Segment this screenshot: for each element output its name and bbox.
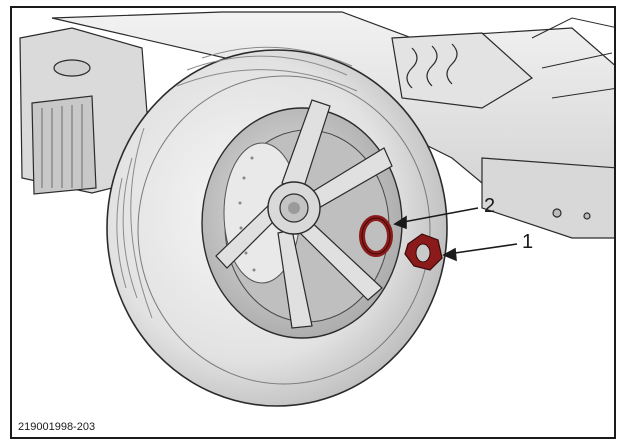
callout-number-2: 2 [484,195,495,217]
leader-line-1 [447,243,518,255]
figure-reference-code: 219001998-203 [18,421,96,433]
callout-leaders [393,207,518,262]
figure-frame: 2 1 219001998-203 [10,6,616,439]
leader-arrow-2 [393,215,407,230]
callout-number-1: 1 [522,231,533,253]
leader-line-2 [397,207,479,224]
leader-arrow-1 [442,247,457,262]
nut-part-1 [404,233,443,271]
wheel-spokes [215,99,393,329]
rear-wheel-illustration: 2 1 [19,11,614,407]
vehicle-body [19,11,614,239]
washer-part-2 [359,215,393,257]
wheel-rim [201,99,403,339]
